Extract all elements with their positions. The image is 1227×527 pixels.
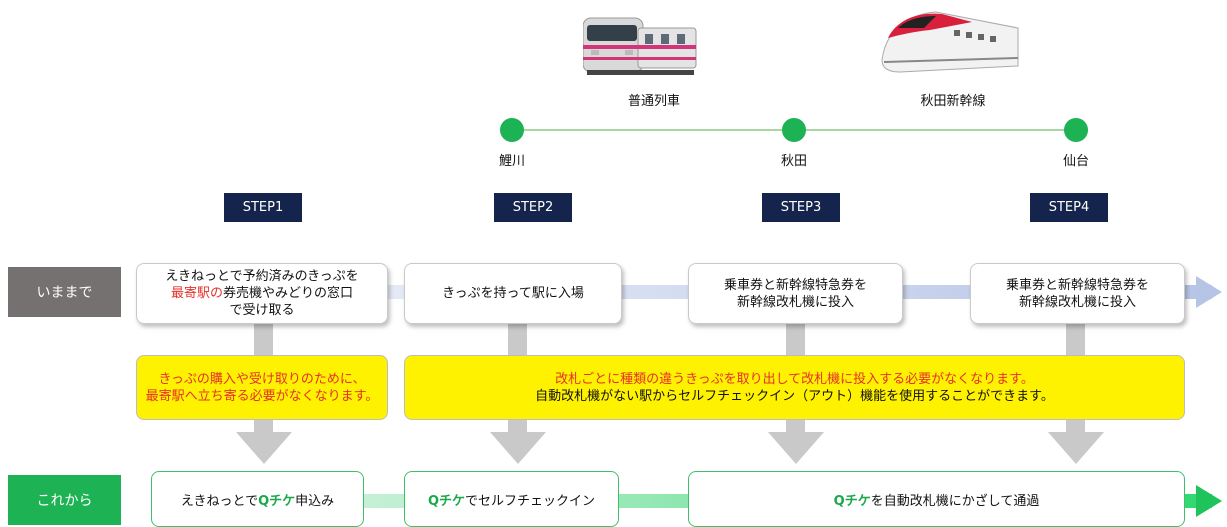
down-arrowhead-4 (1048, 432, 1104, 464)
now-step1-line3: で受け取る (229, 303, 295, 318)
now-flow-arrowhead (1196, 276, 1222, 308)
future-step1-qticket: Qチケ (258, 493, 296, 509)
future-step2-qticket: Qチケ (427, 493, 466, 509)
station-dot-sendai (1064, 118, 1088, 142)
future-step1-post: 申込み (295, 493, 335, 509)
shinkansen-train-icon (881, 11, 1019, 73)
future-step3-post: を自動改札機にかざして通過 (870, 493, 1040, 509)
note-steps2-4-line2: 自動改札機がない駅からセルフチェックイン（アウト）機能を使用することができます。 (535, 388, 1054, 404)
future-step2-post: でセルフチェックイン (465, 493, 596, 509)
step-4-badge: STEP4 (1030, 193, 1108, 222)
station-label-koikawa: 鯉川 (498, 154, 525, 169)
now-step3-line1: 乗車券と新幹線特急券を (723, 277, 867, 293)
station-dot-koikawa (500, 118, 524, 142)
step-1-badge: STEP1 (224, 193, 302, 222)
down-arrowhead-2 (490, 432, 546, 464)
station-label-sendai: 仙台 (1062, 154, 1089, 169)
local-train-icon (583, 17, 697, 75)
now-step1-line2: 最寄駅の券売機やみどりの窓口 (171, 285, 353, 302)
now-step4-line1: 乗車券と新幹線特急券を (1005, 277, 1149, 293)
note-steps2-4: 改札ごとに種類の違うきっぷを取り出して改札機に投入する必要がなくなります。 自動… (404, 355, 1185, 420)
station-dot-akita (782, 118, 806, 142)
now-step2-box: きっぷを持って駅に入場 (404, 263, 622, 324)
now-step3-box: 乗車券と新幹線特急券を 新幹線改札機に投入 (688, 263, 903, 324)
station-label-akita: 秋田 (780, 154, 807, 169)
step-2-badge: STEP2 (494, 193, 572, 222)
row-label-now: いままで (8, 267, 121, 317)
note-step1-line1: きっぷの購入や受け取りのために、 (158, 371, 366, 387)
down-arrowhead-1 (236, 432, 292, 464)
down-arrowhead-3 (768, 432, 824, 464)
now-step4-line2: 新幹線改札機に投入 (1018, 294, 1136, 310)
future-flow-arrowhead (1196, 485, 1222, 517)
note-step1: きっぷの購入や受け取りのために、 最寄駅へ立ち寄る必要がなくなります。 (136, 355, 388, 420)
future-step3-qticket: Qチケ (833, 493, 871, 509)
note-step1-line2: 最寄駅へ立ち寄る必要がなくなります。 (145, 388, 379, 404)
future-step3-box: Qチケを自動改札機にかざして通過 (688, 471, 1185, 527)
now-step1-box: えきねっとで予約済みのきっぷを 最寄駅の券売機やみどりの窓口 で受け取る (136, 263, 388, 324)
now-step1-line2-rest: 券売機やみどりの窓口 (223, 286, 354, 301)
step-3-badge: STEP3 (762, 193, 840, 222)
future-step2-box: Qチケでセルフチェックイン (404, 471, 619, 527)
row-label-future: これから (8, 475, 121, 525)
shinkansen-train-label: 秋田新幹線 (920, 94, 986, 109)
now-step4-box: 乗車券と新幹線特急券を 新幹線改札機に投入 (970, 263, 1185, 324)
now-step3-line2: 新幹線改札機に投入 (736, 294, 854, 310)
now-step1-line1: えきねっとで予約済みのきっぷを (165, 269, 359, 284)
note-steps2-4-line1: 改札ごとに種類の違うきっぷを取り出して改札機に投入する必要がなくなります。 (555, 371, 1034, 387)
local-train-label: 普通列車 (627, 94, 680, 109)
now-step1-highlight: 最寄駅の (170, 286, 223, 301)
future-step1-pre: えきねっとで (180, 493, 259, 509)
